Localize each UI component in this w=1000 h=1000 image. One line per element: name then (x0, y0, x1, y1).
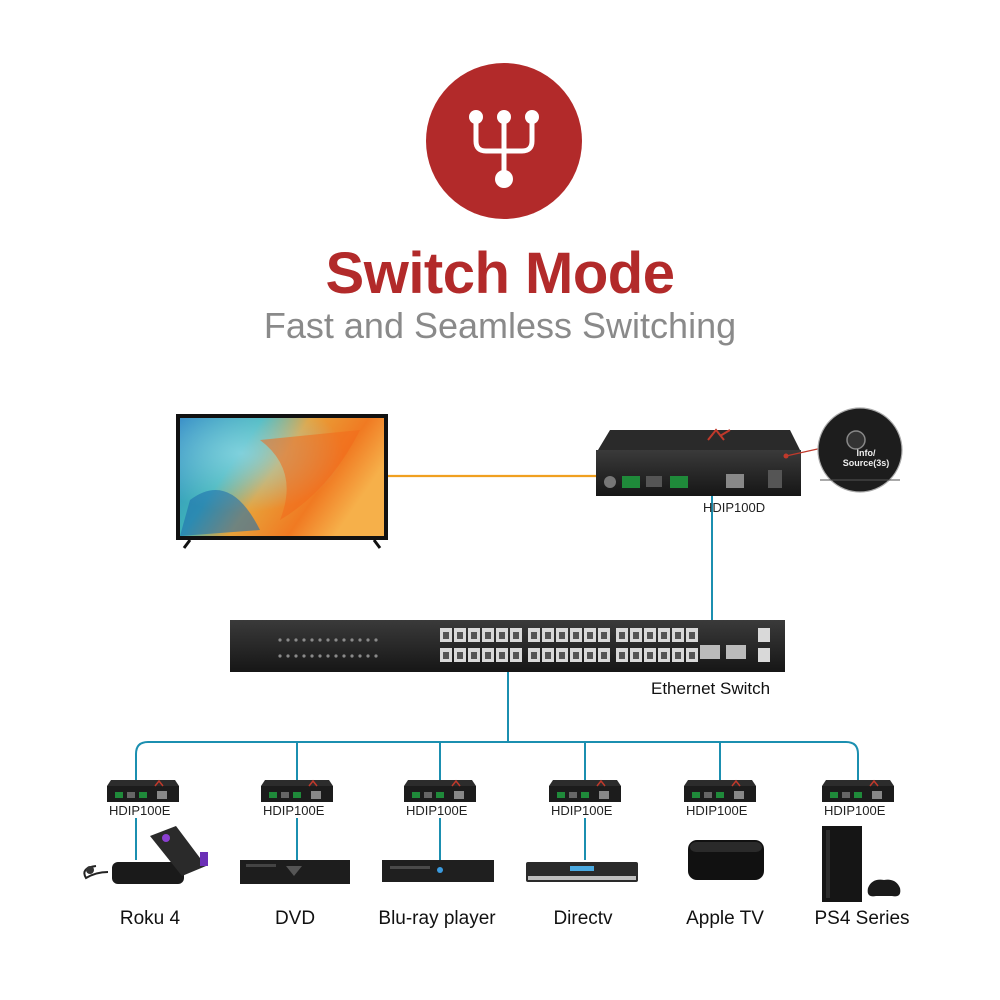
status-led (342, 654, 346, 658)
status-led (358, 638, 362, 642)
directv-receiver (526, 862, 638, 882)
sfp-port (700, 645, 720, 659)
status-led (334, 638, 338, 642)
status-led (318, 638, 322, 642)
status-led (358, 654, 362, 658)
status-led (318, 654, 322, 658)
status-led (326, 638, 330, 642)
encoder-device (684, 779, 756, 802)
status-led (294, 654, 298, 658)
status-led (286, 654, 290, 658)
roku-device (83, 826, 208, 884)
encoder-device (822, 779, 894, 802)
status-led (342, 638, 346, 642)
network-bus (135, 741, 859, 780)
status-led (302, 654, 306, 658)
tv-display (176, 414, 388, 549)
bluray-player (382, 860, 494, 882)
encoder-label: HDIP100E (406, 803, 468, 818)
source-device-label: Roku 4 (119, 908, 181, 929)
status-led (278, 654, 282, 658)
ethernet-switch (230, 620, 785, 672)
source-device-label: PS4 Series (814, 908, 910, 929)
status-led (374, 638, 378, 642)
page-subtitle: Fast and Seamless Switching (263, 305, 737, 346)
encoder-device (107, 779, 179, 802)
source-device-label: Blu-ray player (378, 908, 496, 929)
encoder-label: HDIP100E (109, 803, 171, 818)
callout-button-label: Info/ Source(3s) (842, 448, 890, 468)
source-device-label: Directv (553, 908, 613, 929)
ps4-console (822, 826, 901, 902)
status-led (374, 654, 378, 658)
source-device-label: Apple TV (686, 908, 764, 929)
status-led (350, 638, 354, 642)
encoder-device (549, 779, 621, 802)
encoder-label: HDIP100E (551, 803, 613, 818)
encoder-device (404, 779, 476, 802)
page-title: Switch Mode (325, 241, 675, 306)
status-led (278, 638, 282, 642)
apple-tv (688, 840, 764, 880)
status-led (366, 654, 370, 658)
status-led (286, 638, 290, 642)
status-led (294, 638, 298, 642)
encoder-label: HDIP100E (263, 803, 325, 818)
status-led (310, 638, 314, 642)
status-led (334, 654, 338, 658)
encoder-device (261, 779, 333, 802)
status-led (366, 638, 370, 642)
dvd-player (240, 860, 350, 884)
status-led (310, 654, 314, 658)
network-split-icon (426, 63, 582, 219)
rj45-port (758, 628, 770, 642)
status-led (302, 638, 306, 642)
decoder-device (596, 428, 801, 496)
status-led (350, 654, 354, 658)
source-device-label: DVD (274, 908, 316, 929)
status-led (326, 654, 330, 658)
rj45-port (758, 648, 770, 662)
encoder-label: HDIP100E (824, 803, 886, 818)
switch-label: Ethernet Switch (651, 679, 771, 698)
sfp-port (726, 645, 746, 659)
decoder-label: HDIP100D (703, 500, 766, 515)
info-button-callout (783, 407, 903, 493)
encoder-label: HDIP100E (686, 803, 748, 818)
